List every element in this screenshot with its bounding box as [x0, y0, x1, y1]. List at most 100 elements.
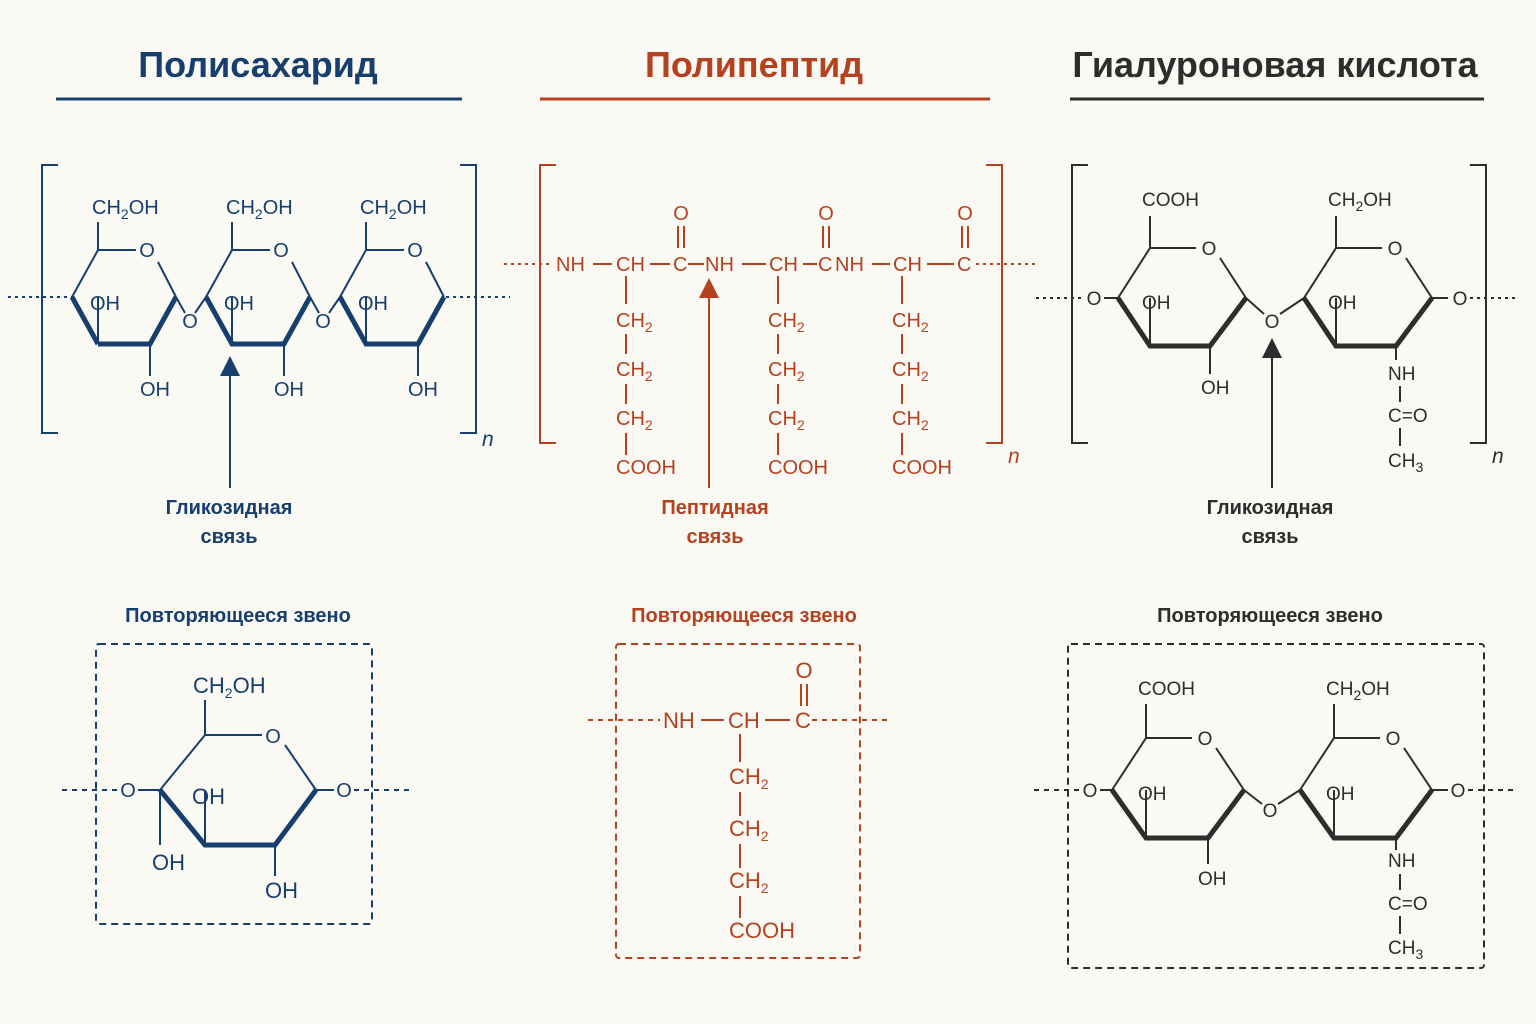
glycosidic-oxygen: O: [1451, 781, 1466, 802]
glutamate-side-chain-2: CH2 CH2 CH2 COOH: [768, 276, 828, 479]
carbonyl-oxygen: O: [957, 203, 973, 225]
hydroxyl-group: OH: [140, 379, 170, 401]
ring-oxygen: O: [1202, 239, 1217, 260]
glycosidic-link-2: [309, 296, 320, 314]
hydroxyl-group: OH: [274, 379, 304, 401]
polypeptide-bond-label-line1: Пептидная: [661, 497, 768, 519]
ch2oh-group: CH2OH: [360, 197, 427, 222]
carbonyl-oxygen: O: [795, 658, 812, 683]
ch2oh-group: CH2OH: [193, 673, 266, 701]
ring-oxygen: O: [265, 726, 281, 748]
svg-text:CH2: CH2: [616, 310, 653, 335]
hyaluronic-left-bracket: [1071, 164, 1088, 444]
polypeptide-header: Полипептид: [540, 44, 990, 101]
carbonyl-carbon: C: [673, 254, 687, 276]
ch2oh-group: CH2OH: [1328, 190, 1392, 214]
repeat-oxygen-right: O: [336, 780, 352, 802]
alpha-carbon: CH: [769, 254, 798, 276]
ring-oxygen: O: [273, 240, 289, 262]
polypeptide-right-bracket: [986, 164, 1003, 444]
svg-text:CH2: CH2: [892, 408, 929, 433]
n-acetylglucosamine-ring: O CH2OH OH NH C=O CH3: [1301, 190, 1434, 475]
glycosidic-link-1: [175, 296, 186, 314]
methyl-group: CH3: [1388, 451, 1423, 475]
acetamido-nh: NH: [1388, 364, 1415, 385]
glutamate-side-chain-3: CH2 CH2 CH2 COOH: [892, 276, 952, 479]
carboxyl-group: COOH: [768, 457, 828, 479]
polypeptide-chain: n NH CH C NH CH C NH CH C O O O CH2 CH2: [504, 164, 1036, 548]
hyaluronic-repeat-title: Повторяющееся звено: [1157, 605, 1383, 627]
alpha-carbon: CH: [893, 254, 922, 276]
repeat-oxygen-left: O: [120, 780, 136, 802]
glycosidic-oxygen: O: [1265, 312, 1280, 333]
polypeptide-title: Полипептид: [645, 44, 863, 85]
svg-text:CH2: CH2: [892, 359, 929, 384]
hyaluronic-repeat-unit: Повторяющееся звено O O COOH OH OH O O: [1034, 605, 1514, 969]
ring-oxygen: O: [1386, 729, 1401, 750]
polysaccharide-repeat-unit: Повторяющееся звено O O CH2OH OH OH OH O: [62, 605, 410, 925]
acetyl-carbonyl: C=O: [1388, 406, 1428, 427]
ring-oxygen: O: [1388, 239, 1403, 260]
hyaluronic-header: Гиалуроновая кислота: [1070, 44, 1484, 101]
glycosidic-oxygen-2: O: [315, 311, 331, 333]
polypeptide-n-label: n: [1008, 445, 1020, 468]
polysaccharide-header: Полисахарид: [56, 44, 462, 101]
glucose-ring-3: O CH2OH OH OH: [337, 197, 447, 401]
glucose-ring-2: O CH2OH OH OH: [203, 197, 313, 401]
alpha-carbon: CH: [616, 254, 645, 276]
hydroxyl-group: OH: [1142, 293, 1171, 314]
carboxyl-group: COOH: [1142, 190, 1199, 211]
ring-oxygen: O: [407, 240, 423, 262]
polysaccharide-bond-label-line2: связь: [200, 526, 257, 548]
carboxyl-group: COOH: [892, 457, 952, 479]
svg-text:CH2: CH2: [616, 408, 653, 433]
hydroxyl-group: OH: [90, 293, 120, 315]
carbonyl-carbon: C: [818, 254, 832, 276]
glycosidic-oxygen: O: [1087, 289, 1102, 310]
polysaccharide-repeat-box: [95, 643, 373, 925]
polysaccharide-repeat-title: Повторяющееся звено: [125, 605, 351, 627]
carboxyl-group: COOH: [616, 457, 676, 479]
hyaluronic-bond-label-line2: связь: [1241, 526, 1298, 548]
hyaluronic-repeat-box: [1067, 643, 1485, 969]
n-acetylglucosamine-ring: O CH2OH OH NH C=O CH3: [1297, 679, 1434, 962]
polysaccharide-n-label: n: [482, 428, 494, 451]
amide-nh: NH: [663, 708, 695, 733]
polysaccharide-title: Полисахарид: [138, 44, 378, 85]
polysaccharide-right-bracket: [460, 164, 477, 434]
hyaluronic-chain: n O O COOH OH OH O O CH2OH: [1036, 164, 1516, 548]
amide-nh: NH: [556, 254, 585, 276]
glycosidic-link-1b: [194, 296, 207, 314]
polypeptide-repeat-box: [615, 643, 861, 959]
hydroxyl-group: OH: [265, 878, 298, 903]
hydroxyl-group: OH: [192, 784, 225, 809]
glycosidic-link-2b: [328, 296, 341, 314]
amide-nh: NH: [705, 254, 734, 276]
methyl-group: CH3: [1388, 938, 1423, 962]
hydroxyl-group: OH: [1138, 784, 1167, 805]
polysaccharide-left-bracket: [41, 164, 58, 434]
svg-text:CH2: CH2: [729, 764, 769, 792]
svg-text:CH2: CH2: [892, 310, 929, 335]
hydroxyl-group: OH: [1328, 293, 1357, 314]
ch2oh-group: CH2OH: [226, 197, 293, 222]
hyaluronic-bond-label-line1: Гликозидная: [1207, 497, 1334, 519]
svg-text:CH2: CH2: [729, 816, 769, 844]
svg-text:CH2: CH2: [729, 868, 769, 896]
carbonyl-oxygen: O: [818, 203, 834, 225]
glucose-ring-1: O CH2OH OH OH: [69, 197, 179, 401]
hyaluronic-title: Гиалуроновая кислота: [1072, 44, 1478, 85]
carboxyl-group: COOH: [729, 918, 795, 943]
svg-text:CH2: CH2: [768, 408, 805, 433]
glycosidic-oxygen: O: [1083, 781, 1098, 802]
hydroxyl-group: OH: [1198, 869, 1227, 890]
hyaluronic-n-label: n: [1492, 445, 1504, 468]
polypeptide-left-bracket: [539, 164, 556, 444]
glutamate-side-chain-1: CH2 CH2 CH2 COOH: [616, 276, 676, 479]
hydroxyl-group: OH: [358, 293, 388, 315]
ch2oh-group: CH2OH: [1326, 679, 1390, 703]
polysaccharide-chain: n O O O CH2OH OH OH: [8, 164, 510, 548]
ring-oxygen: O: [139, 240, 155, 262]
polypeptide-repeat-title: Повторяющееся звено: [631, 605, 857, 627]
